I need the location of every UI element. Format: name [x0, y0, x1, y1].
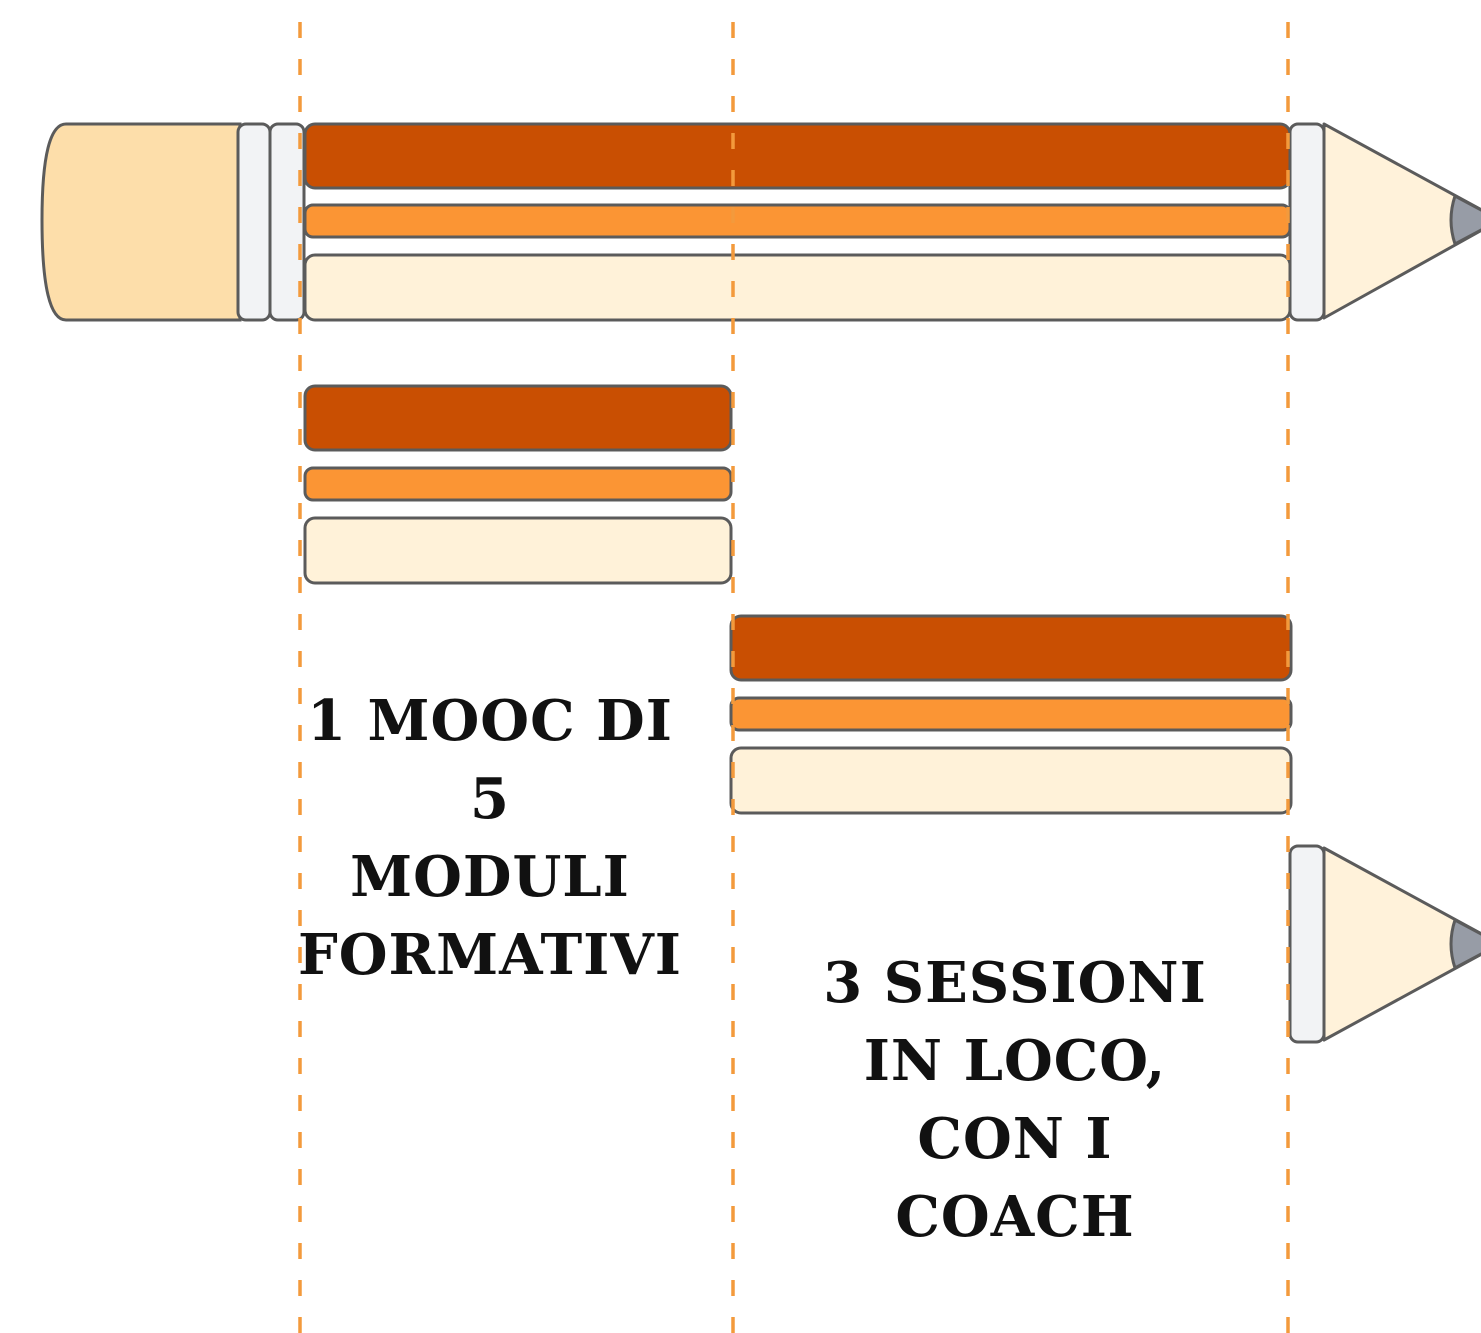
pencil-stripe-light — [303, 253, 1292, 322]
pencil-ferrule-band — [1288, 122, 1326, 322]
pencil-stripe-mid — [303, 203, 1292, 239]
segment-2-stripe-dark — [729, 614, 1293, 682]
pencil-icon — [40, 122, 1481, 322]
pencil-segment-icon — [729, 614, 1293, 815]
segment-1-stripe-light — [303, 516, 733, 585]
segment-1-stripe-mid — [303, 466, 733, 502]
pencil-ferrule-band — [236, 122, 272, 322]
tip-wood — [1322, 846, 1481, 1042]
pencil-stripe-dark — [303, 122, 1292, 190]
pencil-tip-icon — [1288, 844, 1481, 1044]
pencil-eraser — [40, 122, 242, 322]
tip-lead — [1449, 918, 1481, 970]
segment-2-stripe-light — [729, 746, 1293, 815]
segment-1-stripe-dark — [303, 384, 733, 452]
mooc-label: 1 MOOC DI 5 MODULI FORMATIVI — [298, 688, 682, 988]
tip-ferrule-band — [1288, 844, 1326, 1044]
segment-2-stripe-mid — [729, 696, 1293, 732]
pencil-segment-icon — [303, 384, 733, 585]
pencil-wood-tip — [1322, 122, 1481, 320]
sessions-label: 3 SESSIONI IN LOCO, CON I COACH — [823, 950, 1207, 1250]
pencil-lead — [1449, 194, 1481, 246]
